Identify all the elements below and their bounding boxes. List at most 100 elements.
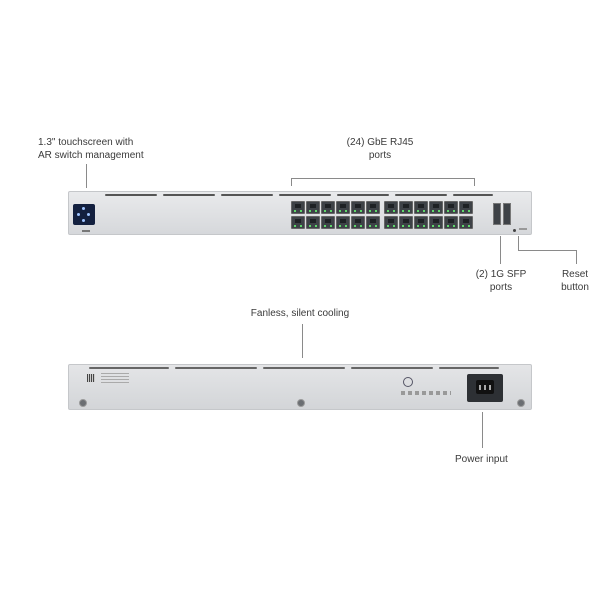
port-led [462, 210, 464, 212]
screen-dot [82, 219, 85, 222]
port-led [408, 225, 410, 227]
switch-front-panel [68, 191, 532, 235]
port-led [294, 210, 296, 212]
port-led [417, 210, 419, 212]
port-led [360, 210, 362, 212]
reset-leader-horizontal [518, 250, 576, 251]
rj45-port[interactable] [399, 201, 413, 214]
reset-leader-down [576, 250, 577, 264]
port-led [432, 210, 434, 212]
vent-slot [395, 194, 447, 196]
reset-leader-vertical [518, 236, 519, 250]
port-led [309, 225, 311, 227]
rj45-port[interactable] [429, 201, 443, 214]
sfp-port[interactable] [493, 203, 501, 225]
rj45-port[interactable] [336, 216, 350, 229]
vent-slot [279, 194, 331, 196]
port-led [402, 225, 404, 227]
rj45-port[interactable] [336, 201, 350, 214]
vent-slot [439, 367, 499, 369]
screen-dot [87, 213, 90, 216]
port-led [423, 225, 425, 227]
model-mark [82, 230, 90, 232]
screw [79, 399, 87, 407]
vent-slot [175, 367, 257, 369]
port-led [453, 210, 455, 212]
rj45-port[interactable] [429, 216, 443, 229]
vent-slot [163, 194, 215, 196]
cooling-leader-line [302, 324, 303, 358]
regulatory-marks [401, 391, 451, 395]
rj45-bracket-top [291, 178, 475, 179]
vent-slot [351, 367, 433, 369]
front-vents [105, 194, 493, 197]
touchscreen-callout-line1: 1.3" touchscreen with [38, 137, 134, 148]
reset-mark [519, 228, 527, 230]
port-led [453, 225, 455, 227]
port-led [462, 225, 464, 227]
port-led [300, 225, 302, 227]
rj45-port[interactable] [384, 216, 398, 229]
rj45-port[interactable] [366, 201, 380, 214]
sfp-port[interactable] [503, 203, 511, 225]
rj45-port[interactable] [459, 216, 473, 229]
screen-dot [77, 213, 80, 216]
rj45-port[interactable] [351, 216, 365, 229]
port-led [339, 210, 341, 212]
port-led [402, 210, 404, 212]
rj45-port[interactable] [351, 201, 365, 214]
rj45-port-bank-right [384, 201, 473, 229]
rj45-port[interactable] [366, 216, 380, 229]
screen-dot [82, 207, 85, 210]
vent-slot [89, 367, 169, 369]
port-led [354, 225, 356, 227]
port-led [324, 210, 326, 212]
vent-slot [221, 194, 273, 196]
rj45-port[interactable] [306, 216, 320, 229]
touchscreen-display[interactable] [73, 204, 95, 225]
cooling-callout: Fanless, silent cooling [250, 308, 350, 319]
port-led [417, 225, 419, 227]
rj45-port[interactable] [321, 216, 335, 229]
reset-button[interactable] [513, 229, 516, 232]
port-led [324, 225, 326, 227]
rj45-port[interactable] [414, 216, 428, 229]
rj45-bracket-left [291, 178, 292, 186]
switch-rear-panel [68, 364, 532, 410]
port-led [330, 210, 332, 212]
port-led [375, 225, 377, 227]
sfp-port-bank [493, 203, 511, 225]
port-led [408, 210, 410, 212]
power-input-socket[interactable] [467, 374, 503, 402]
port-led [300, 210, 302, 212]
rj45-port[interactable] [414, 201, 428, 214]
port-led [330, 225, 332, 227]
port-led [360, 225, 362, 227]
port-led [369, 210, 371, 212]
rj45-port[interactable] [291, 201, 305, 214]
reset-callout-line1: Reset [561, 269, 589, 280]
rj45-port[interactable] [291, 216, 305, 229]
port-led [339, 225, 341, 227]
power-pin [484, 385, 486, 390]
power-pin [479, 385, 481, 390]
reset-callout-line2: button [561, 282, 589, 293]
rj45-port[interactable] [306, 201, 320, 214]
port-led [447, 210, 449, 212]
power-callout: Power input [455, 454, 508, 465]
reset-callout: Reset button [552, 268, 598, 294]
port-led [468, 225, 470, 227]
port-led [423, 210, 425, 212]
rj45-port[interactable] [321, 201, 335, 214]
port-led [294, 225, 296, 227]
rj45-port[interactable] [444, 216, 458, 229]
rj45-port[interactable] [459, 201, 473, 214]
rj45-port[interactable] [384, 201, 398, 214]
touchscreen-callout: 1.3" touchscreen with AR switch manageme… [38, 136, 144, 162]
sfp-leader-line [500, 236, 501, 264]
rj45-callout: (24) GbE RJ45 ports [330, 136, 430, 162]
rj45-port[interactable] [399, 216, 413, 229]
brand-logo-icon [403, 377, 413, 387]
rj45-port[interactable] [444, 201, 458, 214]
touchscreen-leader-line [86, 164, 87, 188]
